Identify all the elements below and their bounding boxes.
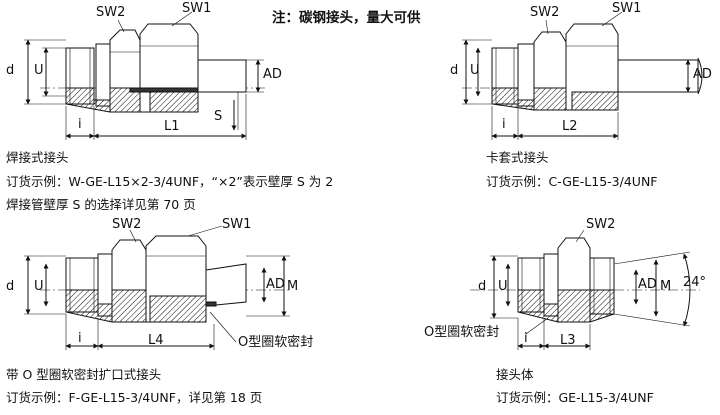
fig3-ad-label: AD xyxy=(266,277,285,292)
supply-note: 注：碳钢接头，量大可供 xyxy=(272,10,421,26)
fig1-ad-label: AD xyxy=(263,67,282,82)
fig2-l2-label: L2 xyxy=(562,119,578,134)
fig3-l4-label: L4 xyxy=(148,333,164,348)
fig4-u-label: U xyxy=(498,279,508,294)
fig1-i-label: i xyxy=(78,117,82,132)
fig4-i-label: i xyxy=(524,331,528,346)
fig2-d-label: d xyxy=(450,63,459,78)
fig1-u-label: U xyxy=(34,63,44,78)
fig1-d-label: d xyxy=(6,63,15,78)
fig2-ad-label: AD xyxy=(693,67,712,82)
fig4-drawing xyxy=(470,229,700,350)
fig1-l1-label: L1 xyxy=(164,119,180,134)
fig2-u-label: U xyxy=(470,63,480,78)
fig3-i-label: i xyxy=(78,331,82,346)
fig2-order: 订货示例：C-GE-L15-3/4UNF xyxy=(486,174,658,189)
fig2-sw1-label: SW1 xyxy=(612,1,642,16)
fig4-order: 订货示例：GE-L15-3/4UNF xyxy=(496,390,654,405)
fig3-m-label: M xyxy=(287,279,299,294)
fig4-ad-label: AD xyxy=(638,277,657,292)
fig3-sw2-label: SW2 xyxy=(112,217,142,232)
fig1-sw2-label: SW2 xyxy=(96,5,126,20)
fig4-d-label: d xyxy=(478,279,487,294)
fig1-order2: 焊接管壁厚 S 的选择详见第 70 页 xyxy=(6,197,196,212)
fig1-sw1-label: SW1 xyxy=(182,1,212,16)
fig1-title: 焊接式接头 xyxy=(6,150,69,165)
fig3-oring-label: O型圈软密封 xyxy=(238,335,314,350)
fig4-title: 接头体 xyxy=(496,367,534,382)
fig4-oring-label: O型圈软密封 xyxy=(424,325,500,340)
fig3-d-label: d xyxy=(6,279,15,294)
fig1-drawing xyxy=(24,11,265,140)
fig1-order: 订货示例：W-GE-L15×2-3/4UNF，“×2”表示壁厚 S 为 2 xyxy=(6,174,334,189)
fig4-sw2-label: SW2 xyxy=(586,217,616,232)
fig4-m-label: M xyxy=(660,279,672,294)
fig2-i-label: i xyxy=(502,117,506,132)
fig1-s-label: S xyxy=(214,109,223,124)
fig4-l3-label: L3 xyxy=(560,333,576,348)
fig2-title: 卡套式接头 xyxy=(486,150,549,165)
fig3-order: 订货示例：F-GE-L15-3/4UNF，详见第 18 页 xyxy=(6,390,263,405)
fig2-drawing xyxy=(462,11,703,140)
fig3-title: 带 O 型圈软密封扩口式接头 xyxy=(6,367,162,382)
fig3-sw1-label: SW1 xyxy=(222,217,252,232)
fig2-sw2-label: SW2 xyxy=(530,5,560,20)
fig3-u-label: U xyxy=(34,279,44,294)
fig4-angle-label: 24° xyxy=(683,275,707,290)
fig3-drawing xyxy=(24,225,290,350)
